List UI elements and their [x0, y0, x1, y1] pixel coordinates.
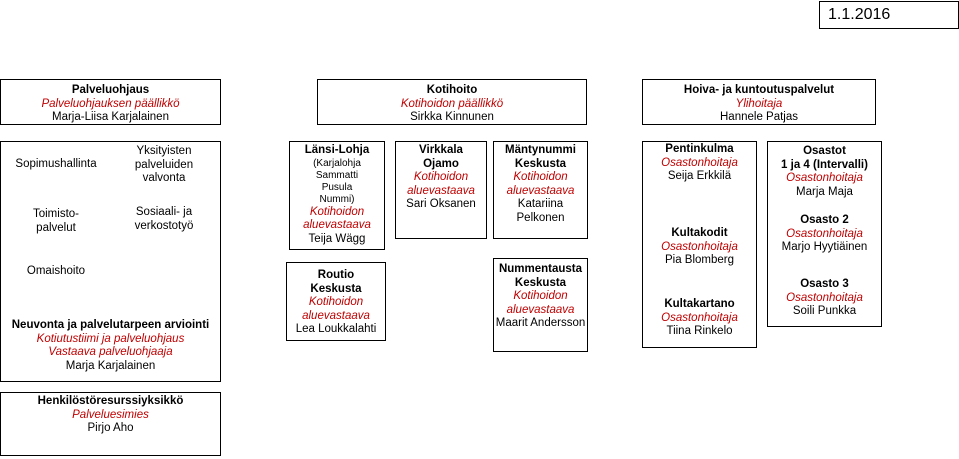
virkkala-role: Kotihoidon: [413, 171, 469, 183]
palveluohjaus-name: Marja-Liisa Karjalainen: [52, 111, 169, 123]
lansi-lohja-area: (Karjalohja: [313, 157, 361, 169]
date-label: 1.1.2016: [819, 1, 959, 29]
hoiva-name: Hannele Patjas: [720, 111, 798, 123]
mantynummi-role: aluevastaava: [506, 184, 575, 197]
routio-name: Lea Loukkalahti: [295, 323, 377, 335]
osastot-title: Osastot: [803, 145, 846, 157]
nummentausta-role: aluevastaava: [506, 303, 575, 316]
neuvonta-block: Neuvonta ja palvelutarpeen arviointi Kot…: [0, 319, 221, 373]
routio-role: aluevastaava: [302, 309, 370, 322]
pentinkulma-role: Osastonhoitaja: [661, 156, 738, 169]
yksityisten-label: Yksityisten palveluiden valvonta: [134, 145, 194, 184]
kultakodit-block: Kultakodit Osastonhoitaja Pia Blomberg: [642, 227, 757, 268]
osastot-box: [767, 141, 882, 327]
hoiva-box: Hoiva- ja kuntoutuspalvelut Ylihoitaja H…: [642, 79, 876, 125]
nummentausta-role: Kotihoidon: [513, 290, 568, 302]
kultakartano-role: Osastonhoitaja: [661, 311, 738, 324]
osastot-block: Osastot 1 ja 4 (Intervalli) Osastonhoita…: [767, 145, 882, 199]
nummentausta-title: Keskusta: [514, 276, 567, 289]
kotihoito-box: Kotihoito Kotihoidon päällikkö Sirkka Ki…: [317, 79, 587, 125]
toimisto-label: Toimisto- palvelut: [32, 208, 79, 234]
neuvonta-role2: Vastaava palveluohjaaja: [48, 346, 173, 358]
routio-title: Routio: [317, 269, 355, 281]
mantynummi-title: Mäntynummi: [505, 144, 576, 156]
osasto-3-role: Osastonhoitaja: [786, 291, 863, 304]
nummentausta-name: Maarit Andersson: [495, 317, 586, 329]
kultakartano-name: Tiina Rinkelo: [666, 325, 733, 337]
pentinkulma-block: Pentinkulma Osastonhoitaja Seija Erkkilä: [642, 143, 757, 184]
virkkala-box: Virkkala Ojamo Kotihoidon aluevastaava S…: [395, 141, 487, 239]
osasto-2-name: Marjo Hyytiäinen: [781, 241, 868, 253]
sopimushallinta-label: Sopimushallinta: [15, 158, 97, 170]
henkilosto-name: Pirjo Aho: [87, 422, 134, 434]
henkilosto-title: Henkilöstöresurssiyksikkö: [37, 395, 184, 407]
virkkala-title: Virkkala: [419, 144, 463, 156]
osasto-2-role: Osastonhoitaja: [786, 227, 863, 240]
osasto-3-name: Soili Punkka: [792, 305, 857, 317]
neuvonta-title: Neuvonta ja palvelutarpeen arviointi: [11, 319, 210, 331]
palveluohjaus-title: Palveluohjaus: [71, 84, 150, 96]
kultakartano-title: Kultakartano: [664, 298, 735, 310]
lansi-lohja-title: Länsi-Lohja: [304, 144, 370, 156]
kultakartano-block: Kultakartano Osastonhoitaja Tiina Rinkel…: [642, 298, 757, 339]
mantynummi-title: Keskusta: [514, 157, 567, 170]
hoiva-title: Hoiva- ja kuntoutuspalvelut: [683, 84, 835, 96]
mantynummi-role: Kotihoidon: [513, 171, 568, 183]
kultakodit-title: Kultakodit: [671, 227, 728, 239]
osasto-3-block: Osasto 3 Osastonhoitaja Soili Punkka: [767, 278, 882, 319]
mantynummi-name: Pelkonen: [516, 211, 565, 224]
kotihoito-name: Sirkka Kinnunen: [410, 111, 494, 123]
virkkala-name: Sari Oksanen: [406, 198, 476, 210]
palveluohjaus-role: Palveluohjauksen päällikkö: [41, 97, 180, 110]
neuvonta-name: Marja Karjalainen: [65, 359, 156, 372]
neuvonta-role1: Kotiutustiimi ja palveluohjaus: [36, 332, 185, 345]
routio-role: Kotihoidon: [308, 296, 364, 308]
virkkala-role: aluevastaava: [407, 184, 475, 197]
routio-box: Routio Keskusta Kotihoidon aluevastaava …: [286, 262, 386, 341]
mantynummi-name: Katariina: [517, 198, 564, 210]
lansi-lohja-role: aluevastaava: [303, 219, 371, 231]
lansi-lohja-area: Nummi): [319, 193, 355, 205]
lansi-lohja-area: Pusula: [321, 181, 353, 193]
mantynummi-box: Mäntynummi Keskusta Kotihoidon aluevasta…: [493, 141, 588, 239]
hoiva-role: Ylihoitaja: [735, 97, 783, 110]
omaishoito-label: Omaishoito: [26, 265, 86, 277]
pentinkulma-title: Pentinkulma: [665, 143, 734, 155]
virkkala-title: Ojamo: [423, 157, 459, 170]
pentinkulma-name: Seija Erkkilä: [667, 170, 732, 182]
osasto-2-title: Osasto 2: [800, 214, 849, 226]
kultakodit-role: Osastonhoitaja: [661, 240, 738, 253]
henkilosto-role: Palveluesimies: [72, 408, 149, 421]
kotihoito-role: Kotihoidon päällikkö: [400, 97, 504, 110]
lansi-lohja-name: Teija Wägg: [308, 232, 366, 245]
osasto-14-role: Osastonhoitaja: [786, 172, 863, 184]
routio-title: Keskusta: [310, 282, 362, 295]
palveluohjaus-box: Palveluohjaus Palveluohjauksen päällikkö…: [0, 79, 221, 125]
henkilosto-box: Henkilöstöresurssiyksikkö Palveluesimies…: [0, 392, 221, 456]
pentinkulma-box: [642, 141, 757, 348]
palveluohjaus-units-box: [0, 141, 221, 382]
kultakodit-name: Pia Blomberg: [664, 254, 735, 266]
osasto-3-title: Osasto 3: [800, 278, 849, 290]
lansi-lohja-box: Länsi-Lohja (Karjalohja Sammatti Pusula …: [289, 141, 385, 250]
sosiaali-label: Sosiaali- ja verkostotyö: [134, 206, 194, 232]
lansi-lohja-area: Sammatti: [315, 169, 359, 181]
kotihoito-title: Kotihoito: [426, 84, 478, 96]
osasto-14-name: Marja Maja: [796, 185, 853, 198]
nummentausta-title: Nummentausta: [498, 263, 583, 275]
lansi-lohja-role: Kotihoidon: [309, 205, 365, 218]
osasto-2-block: Osasto 2 Osastonhoitaja Marjo Hyytiäinen: [767, 214, 882, 255]
nummentausta-box: Nummentausta Keskusta Kotihoidon aluevas…: [493, 258, 588, 352]
osasto-14-title: 1 ja 4 (Intervalli): [781, 158, 868, 171]
